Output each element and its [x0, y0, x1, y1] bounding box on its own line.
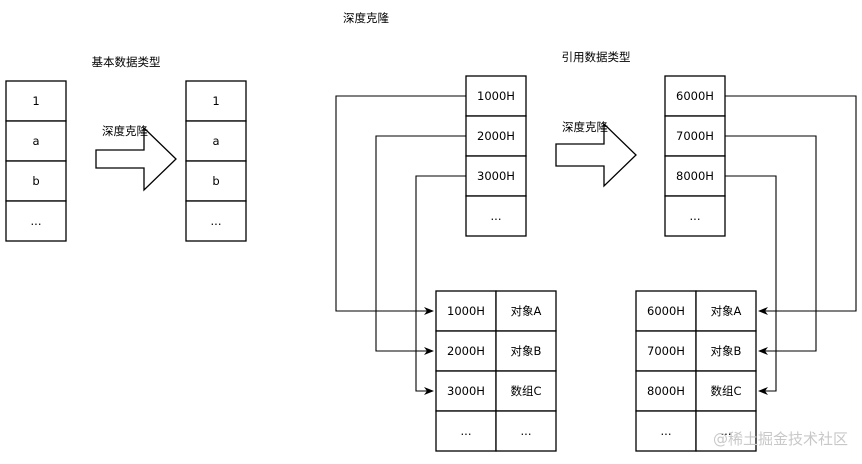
- source-heap-address-3: 3000H: [447, 384, 485, 398]
- source-pointer-connector-1: [335, 95, 466, 315]
- primitive-cloned-value-2: a: [212, 134, 219, 148]
- primitive-cloned-stack: 1 a b ...: [185, 80, 247, 242]
- reference-clone-arrow: [555, 122, 637, 188]
- source-stack-address-3: 3000H: [477, 169, 515, 183]
- source-stack-address-1: 1000H: [477, 89, 515, 103]
- source-heap-address-1: 1000H: [447, 304, 485, 318]
- source-heap-value-2: 对象B: [511, 344, 542, 358]
- primitive-source-value-2: a: [32, 134, 39, 148]
- cloned-heap-value-more: ...: [721, 424, 732, 438]
- cloned-stack-more: ...: [690, 209, 701, 223]
- cloned-pointer-connector-1: [725, 95, 857, 315]
- source-pointer-connector-2: [375, 135, 466, 355]
- reference-cloned-heap: 6000H 对象A 7000H 对象B 8000H 数组C ... ...: [635, 290, 757, 452]
- cloned-stack-address-2: 7000H: [676, 129, 714, 143]
- primitive-source-value-3: b: [32, 174, 39, 188]
- cloned-heap-value-3: 数组C: [710, 384, 741, 398]
- reference-source-stack: 1000H 2000H 3000H ...: [465, 75, 527, 237]
- source-stack-more: ...: [491, 209, 502, 223]
- watermark: @稀土掘金技术社区: [713, 430, 848, 448]
- primitive-clone-arrow-label: 深度克隆: [102, 124, 148, 138]
- reference-clone-arrow-label: 深度克隆: [562, 120, 608, 134]
- source-heap-value-more: ...: [521, 424, 532, 438]
- cloned-heap-address-more: ...: [661, 424, 672, 438]
- cloned-heap-address-2: 7000H: [647, 344, 685, 358]
- cloned-heap-address-1: 6000H: [647, 304, 685, 318]
- reference-source-heap: 1000H 对象A 2000H 对象B 3000H 数组C ... ...: [435, 290, 557, 452]
- diagram-title: 深度克隆: [343, 11, 389, 25]
- primitive-source-stack: 1 a b ...: [5, 80, 67, 242]
- source-pointer-connector-3: [415, 175, 466, 395]
- primitive-source-value-1: 1: [32, 94, 39, 108]
- cloned-stack-address-1: 6000H: [676, 89, 714, 103]
- cloned-heap-value-1: 对象A: [711, 304, 742, 318]
- primitive-cloned-value-1: 1: [212, 94, 219, 108]
- primitive-source-value-more: ...: [31, 214, 42, 228]
- primitive-clone-arrow: [95, 126, 177, 192]
- cloned-heap-value-2: 对象B: [711, 344, 742, 358]
- reference-section-label: 引用数据类型: [562, 50, 631, 64]
- source-heap-value-3: 数组C: [510, 384, 541, 398]
- cloned-pointer-connector-3: [725, 175, 777, 395]
- reference-cloned-stack: 6000H 7000H 8000H ...: [664, 75, 726, 237]
- primitive-section-label: 基本数据类型: [92, 55, 161, 69]
- cloned-stack-address-3: 8000H: [676, 169, 714, 183]
- source-heap-address-2: 2000H: [447, 344, 485, 358]
- source-heap-value-1: 对象A: [511, 304, 542, 318]
- source-stack-address-2: 2000H: [477, 129, 515, 143]
- cloned-pointer-connector-2: [725, 135, 817, 355]
- primitive-cloned-value-more: ...: [211, 214, 222, 228]
- primitive-cloned-value-3: b: [212, 174, 219, 188]
- source-heap-address-more: ...: [461, 424, 472, 438]
- cloned-heap-address-3: 8000H: [647, 384, 685, 398]
